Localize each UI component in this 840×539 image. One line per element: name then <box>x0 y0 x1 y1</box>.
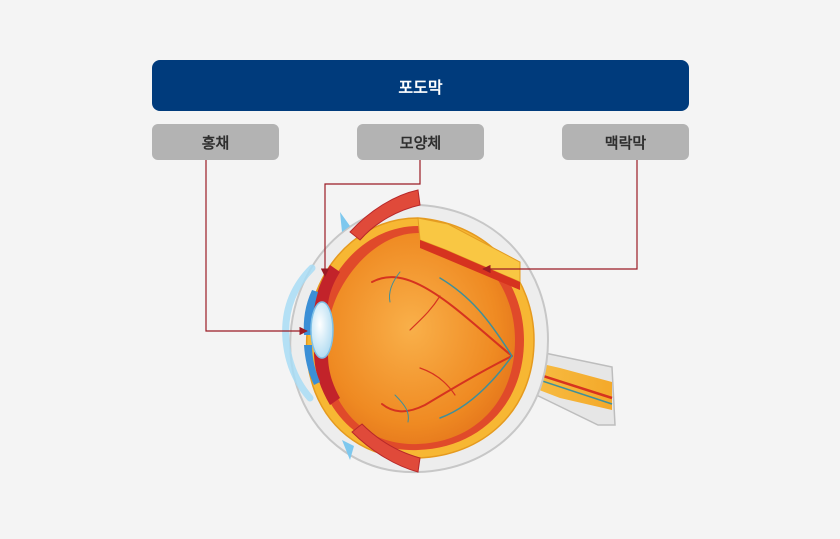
choroid-label-text: 맥락막 <box>604 133 647 152</box>
choroid-leader-line <box>482 160 638 274</box>
vitreous-body <box>326 233 515 445</box>
iris-label-text: 홍채 <box>201 133 230 152</box>
leader-lines <box>205 160 638 336</box>
ciliary-body-label-text: 모양체 <box>399 133 442 152</box>
lens <box>310 301 334 359</box>
ciliary-body-label: 모양체 <box>357 124 484 160</box>
ciliary-body-leader-line <box>320 160 421 277</box>
iris <box>303 290 320 385</box>
uvea-title-bar: 포도막 <box>152 60 689 111</box>
choroid-label: 맥락막 <box>562 124 689 160</box>
iris-label: 홍채 <box>152 124 279 160</box>
cornea <box>282 264 316 402</box>
retinal-vessels <box>371 271 513 423</box>
extraocular-muscles <box>349 189 421 473</box>
uvea-title: 포도막 <box>398 77 443 97</box>
iris-leader-line <box>205 160 308 336</box>
